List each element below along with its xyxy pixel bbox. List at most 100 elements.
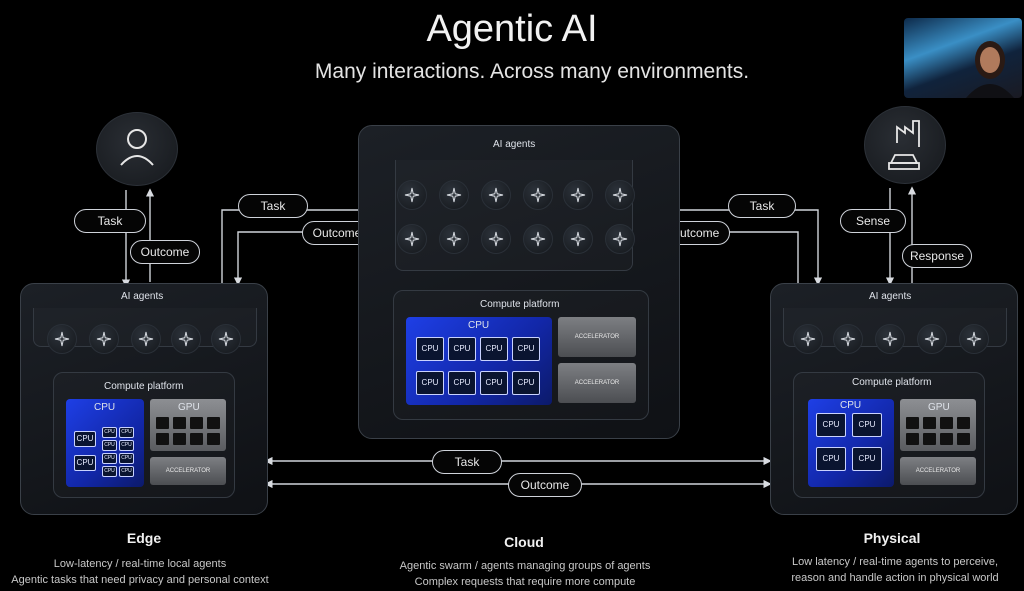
physical-agents-label: AI agents [869, 291, 912, 302]
cloud-cpu-core: CPU [480, 371, 508, 395]
physical-agent-3 [875, 324, 905, 354]
edge-agent-3 [131, 324, 161, 354]
physical-agent-1 [793, 324, 823, 354]
edge-description: Low-latency / real-time local agents Age… [0, 556, 300, 588]
edge-agent-1 [47, 324, 77, 354]
edge-cpu-core: CPU [74, 455, 96, 471]
response-pill: Response [902, 244, 972, 268]
cloud-cpu-core: CPU [512, 337, 540, 361]
cloud-cpu-core: CPU [416, 337, 444, 361]
edge-gpu-label: GPU [178, 402, 200, 413]
sparkle-icon [446, 231, 462, 247]
sparkle-icon [488, 231, 504, 247]
cloud-agent-6 [605, 180, 635, 210]
physical-cpu-core: CPU [816, 413, 846, 437]
cloud-agent-10 [523, 224, 553, 254]
edge-agents-label: AI agents [121, 291, 164, 302]
sparkle-icon [178, 331, 194, 347]
cloud-desc-line-1: Agentic swarm / agents managing groups o… [399, 560, 651, 572]
sparkle-icon [218, 331, 234, 347]
cloud-agent-5 [563, 180, 593, 210]
edge-desc-line-2: Agentic tasks that need privacy and pers… [11, 574, 269, 586]
cloud-compute-platform: Compute platform CPU CPU CPU CPU CPU CPU… [393, 290, 649, 420]
sense-pill: Sense [840, 209, 906, 233]
cloud-desc-line-2: Complex requests that require more compu… [414, 576, 636, 588]
physical-desc-line-2: reason and handle action in physical wor… [791, 572, 999, 584]
cloud-agent-3 [481, 180, 511, 210]
edge-cpu-core: CPU [119, 453, 134, 464]
edge-cpu-core: CPU [102, 453, 117, 464]
cloud-cpu-core: CPU [416, 371, 444, 395]
physical-agent-4 [917, 324, 947, 354]
cloud-agent-12 [605, 224, 635, 254]
sparkle-icon [570, 187, 586, 203]
user-circle [96, 112, 178, 186]
edge-cloud-task-pill: Task [238, 194, 308, 218]
edge-gpu-block: GPU [150, 399, 226, 451]
bottom-task-pill: Task [432, 450, 502, 474]
sparkle-icon [54, 331, 70, 347]
sparkle-icon [138, 331, 154, 347]
page-subtitle: Many interactions. Across many environme… [314, 60, 750, 83]
physical-cpu-core: CPU [852, 447, 882, 471]
cloud-heading: Cloud [504, 534, 544, 550]
cloud-agent-11 [563, 224, 593, 254]
sparkle-icon [446, 187, 462, 203]
physical-circle [864, 106, 946, 184]
edge-desc-line-1: Low-latency / real-time local agents [53, 558, 227, 570]
edge-heading: Edge [126, 530, 162, 546]
sparkle-icon [966, 331, 982, 347]
edge-agent-4 [171, 324, 201, 354]
sparkle-icon [882, 331, 898, 347]
physical-description: Low latency / real-time agents to percei… [770, 554, 1020, 586]
edge-outcome-pill: Outcome [130, 240, 200, 264]
factory-car-icon [888, 120, 920, 170]
edge-cpu-core: CPU [102, 440, 117, 451]
cloud-agent-8 [439, 224, 469, 254]
user-icon [120, 129, 154, 166]
edge-cpu-block: CPU CPU CPU CPU CPU CPU CPU CPU CPU CPU … [66, 399, 144, 487]
sparkle-icon [488, 187, 504, 203]
edge-agent-5 [211, 324, 241, 354]
sparkle-icon [404, 187, 420, 203]
edge-cpu-core: CPU [74, 431, 96, 447]
edge-compute-label: Compute platform [104, 381, 184, 392]
physical-agent-5 [959, 324, 989, 354]
edge-agent-2 [89, 324, 119, 354]
physical-heading: Physical [863, 530, 921, 546]
sparkle-icon [96, 331, 112, 347]
physical-accelerator-block: ACCELERATOR [900, 457, 976, 485]
physical-cpu-label: CPU [840, 400, 862, 411]
cloud-accelerator-block-2: ACCELERATOR [558, 363, 636, 403]
cloud-phys-task-pill: Task [728, 194, 796, 218]
physical-desc-line-1: Low latency / real-time agents to percei… [791, 556, 999, 568]
cloud-accelerator-block-1: ACCELERATOR [558, 317, 636, 357]
sparkle-icon [404, 231, 420, 247]
cloud-cpu-block: CPU CPU CPU CPU CPU CPU CPU CPU CPU [406, 317, 552, 405]
physical-compute-label: Compute platform [852, 377, 932, 388]
sparkle-icon [800, 331, 816, 347]
edge-cpu-core: CPU [119, 466, 134, 477]
physical-panel: AI agents Compute platform CPU CPU CPU C… [770, 283, 1018, 515]
sparkle-icon [530, 231, 546, 247]
edge-compute-platform: Compute platform CPU CPU CPU CPU CPU CPU… [53, 372, 235, 498]
cloud-description: Agentic swarm / agents managing groups o… [360, 558, 690, 590]
edge-accelerator-block: ACCELERATOR [150, 457, 226, 485]
cloud-cpu-core: CPU [448, 371, 476, 395]
physical-agent-2 [833, 324, 863, 354]
physical-cpu-core: CPU [816, 447, 846, 471]
cloud-agent-9 [481, 224, 511, 254]
cloud-agents-grid [395, 160, 633, 271]
cloud-agent-1 [397, 180, 427, 210]
page-title: Agentic AI [426, 8, 598, 50]
physical-cpu-block: CPU CPU CPU CPU CPU [808, 399, 894, 487]
presenter-silhouette-icon [966, 41, 1014, 98]
cloud-agent-7 [397, 224, 427, 254]
edge-cpu-core: CPU [102, 466, 117, 477]
edge-panel: AI agents Compute platform CPU CPU CPU C… [20, 283, 268, 515]
edge-cpu-core: CPU [119, 427, 134, 438]
physical-cpu-core: CPU [852, 413, 882, 437]
physical-gpu-label: GPU [928, 402, 950, 413]
edge-cpu-core: CPU [119, 440, 134, 451]
